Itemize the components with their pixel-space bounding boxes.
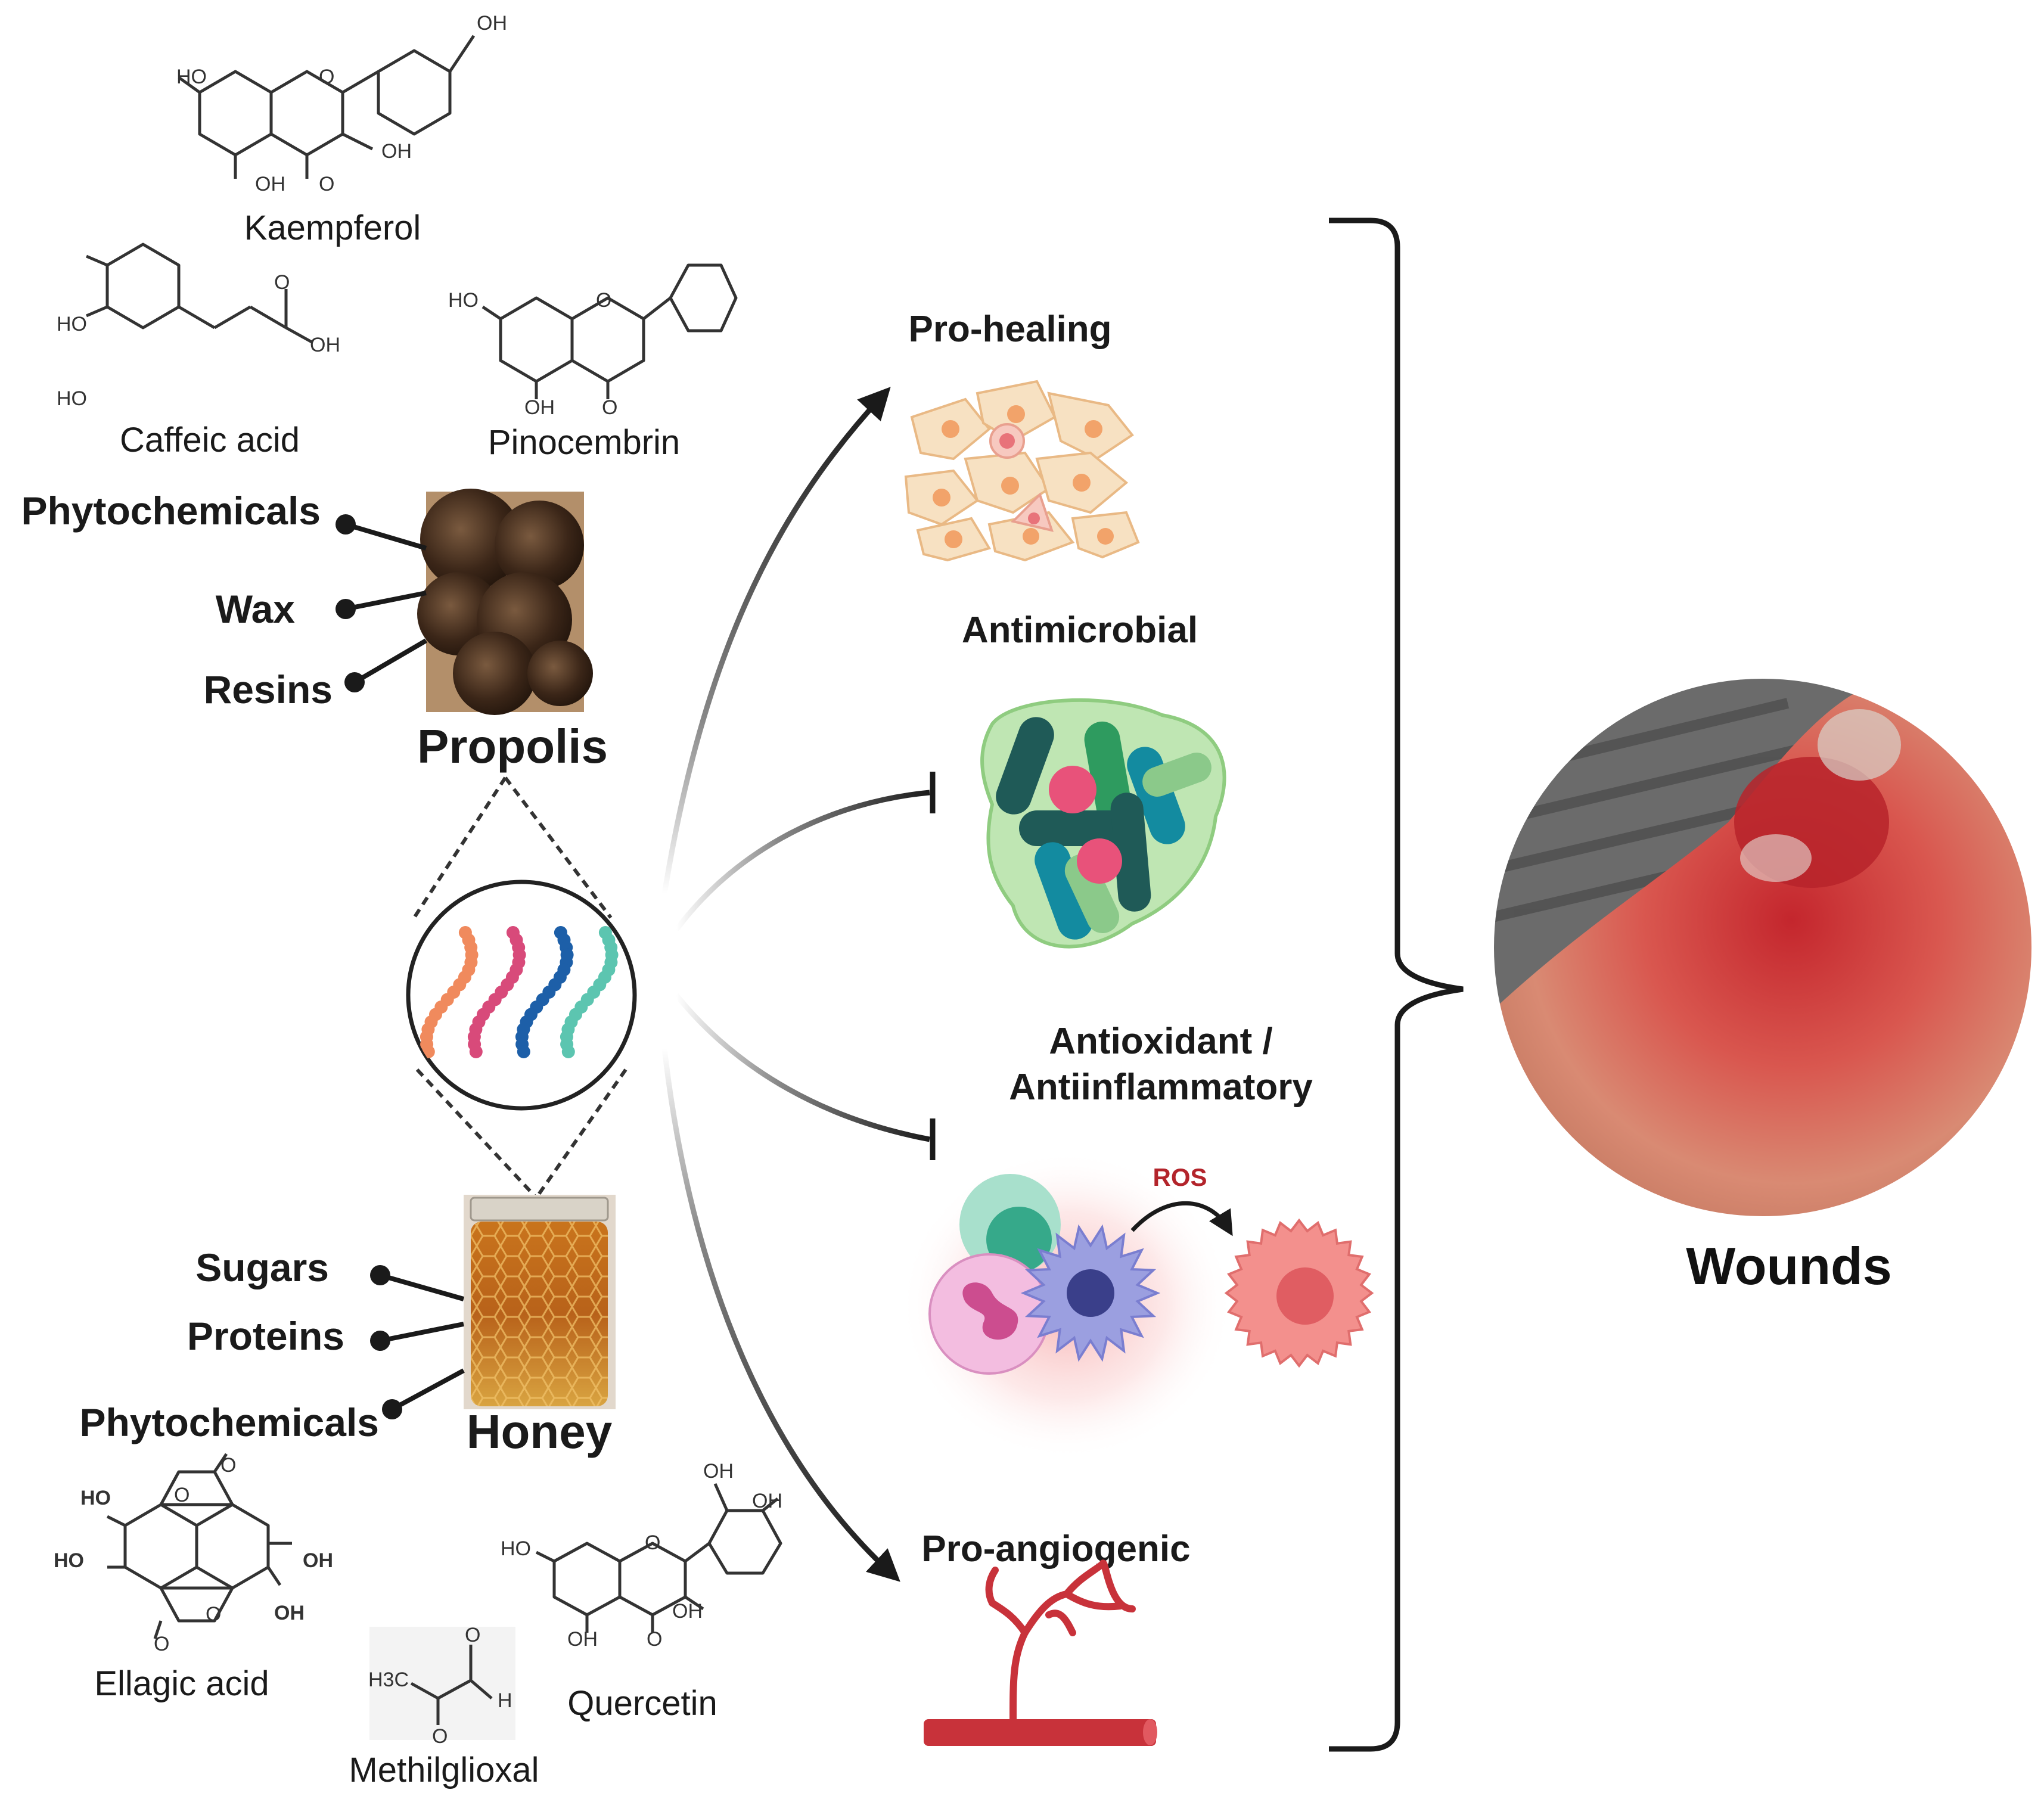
quercetin-atom-ho: HO — [501, 1537, 531, 1560]
honey-bullet-3 — [382, 1399, 402, 1419]
quercetin-atom-oh-top: OH — [703, 1460, 734, 1483]
honey-component-proteins: Proteins — [187, 1314, 344, 1358]
fibroblast-cells-illustration — [897, 380, 1144, 563]
kaempferol-atom-ho: HO — [176, 66, 207, 88]
kaempferol-atom-o-bottom: O — [319, 173, 334, 195]
effect-antioxidant-label-line1: Antioxidant / — [1049, 1021, 1272, 1062]
pinocembrin-atom-ho: HO — [448, 289, 479, 312]
quercetin-label: Quercetin — [567, 1684, 717, 1723]
ellagic-atom-oh-2: OH — [274, 1602, 305, 1624]
quercetin-atom-oh-bottom: OH — [567, 1628, 598, 1651]
ellagic-acid-label: Ellagic acid — [94, 1664, 269, 1703]
methilglioxal-atom-o-1: O — [465, 1624, 480, 1646]
honey-label: Honey — [467, 1405, 613, 1458]
honey-component-sugars: Sugars — [195, 1245, 329, 1289]
strand-dot — [517, 1045, 530, 1058]
inhibit-antioxidant — [674, 993, 936, 1160]
propolis-bullet-3 — [344, 672, 365, 692]
ellagic-atom-o-1: O — [174, 1484, 190, 1506]
caffeic-atom-o: O — [274, 271, 290, 294]
pinocembrin-atom-o: O — [596, 289, 611, 312]
honey-component-phytochemicals: Phytochemicals — [79, 1400, 379, 1444]
kaempferol-label: Kaempferol — [244, 209, 421, 247]
caffeic-acid-structure: HO HO O OH — [57, 243, 340, 410]
quercetin-atom-o: O — [645, 1531, 660, 1554]
methilglioxal-label: Methilglioxal — [349, 1751, 539, 1789]
quercetin-atom-o-bottom: O — [647, 1628, 662, 1651]
kaempferol-atom-o: O — [319, 66, 334, 88]
caffeic-acid-label: Caffeic acid — [120, 421, 300, 459]
honey-leader-lines — [379, 1273, 465, 1412]
ellagic-acid-structure: HO HO OH OH O O O O — [54, 1453, 333, 1655]
caffeic-atom-ho-2: HO — [57, 387, 87, 410]
effect-pro-angiogenic-label: Pro-angiogenic — [921, 1528, 1190, 1570]
quercetin-atom-oh-mid: OH — [672, 1600, 703, 1623]
pinocembrin-structure: HO O OH O — [448, 263, 738, 419]
propolis-component-wax: Wax — [216, 587, 296, 631]
pinocembrin-atom-oh: OH — [524, 396, 555, 419]
ellagic-atom-oh-1: OH — [303, 1549, 333, 1572]
caffeic-atom-ho-1: HO — [57, 313, 87, 335]
pinocembrin-label: Pinocembrin — [488, 423, 680, 462]
quercetin-atom-oh-right: OH — [752, 1490, 782, 1512]
arrow-pro-angiogenic — [661, 1048, 900, 1582]
bacteria-cluster-illustration — [980, 698, 1226, 949]
ellagic-atom-o-3: O — [206, 1603, 221, 1626]
propolis-label: Propolis — [417, 720, 608, 773]
ellagic-atom-o-2: O — [220, 1454, 236, 1477]
kaempferol-atom-oh-right: OH — [381, 140, 412, 163]
propolis-bullet-2 — [336, 599, 356, 619]
strand-dot — [561, 1045, 575, 1058]
propolis-bullet-1 — [336, 514, 356, 535]
bioactive-strands-group — [420, 926, 619, 1058]
bioactive-compounds-circle — [406, 880, 637, 1111]
blood-vessel-illustration — [924, 1559, 1157, 1746]
caffeic-atom-oh: OH — [310, 334, 340, 356]
honey-jar-image — [464, 1195, 616, 1409]
pinocembrin-atom-o-bottom: O — [602, 396, 617, 419]
propolis-image — [417, 489, 593, 715]
kaempferol-structure: HO O OH OH OH O — [176, 12, 507, 195]
ellagic-atom-ho-1: HO — [80, 1487, 111, 1509]
honey-bullet-2 — [370, 1331, 390, 1351]
methilglioxal-structure: H3C O O H — [368, 1624, 515, 1748]
inhibit-antimicrobial — [674, 772, 936, 931]
propolis-leader-lines — [344, 522, 428, 685]
ros-label: ROS — [1153, 1163, 1207, 1191]
wounds-label: Wounds — [1686, 1236, 1891, 1295]
effect-antioxidant-label-line2: Antiinflammatory — [1009, 1067, 1313, 1108]
wound-photo — [1493, 678, 2032, 1217]
methilglioxal-atom-o-2: O — [432, 1725, 448, 1748]
arrow-pro-healing — [661, 387, 891, 894]
honey-bullet-1 — [370, 1265, 390, 1285]
quercetin-structure: HO OH OH OH OH O O — [501, 1460, 782, 1651]
methilglioxal-atom-h3c: H3C — [368, 1668, 409, 1691]
kaempferol-atom-oh-top: OH — [477, 12, 507, 35]
ellagic-atom-ho-2: HO — [54, 1549, 84, 1572]
propolis-component-resins: Resins — [204, 667, 333, 711]
ellagic-atom-o-4: O — [154, 1633, 169, 1655]
zoom-cone — [412, 776, 628, 1200]
propolis-component-phytochemicals: Phytochemicals — [21, 489, 321, 533]
effect-pro-healing-label: Pro-healing — [908, 309, 1111, 350]
immune-cells-illustration: ROS — [900, 1150, 1374, 1460]
effect-antimicrobial-label: Antimicrobial — [962, 610, 1198, 651]
grouping-brace — [1329, 217, 1464, 1752]
kaempferol-atom-oh-bottom: OH — [255, 173, 285, 195]
strand-dot — [469, 1045, 483, 1058]
methilglioxal-atom-h: H — [498, 1689, 512, 1712]
